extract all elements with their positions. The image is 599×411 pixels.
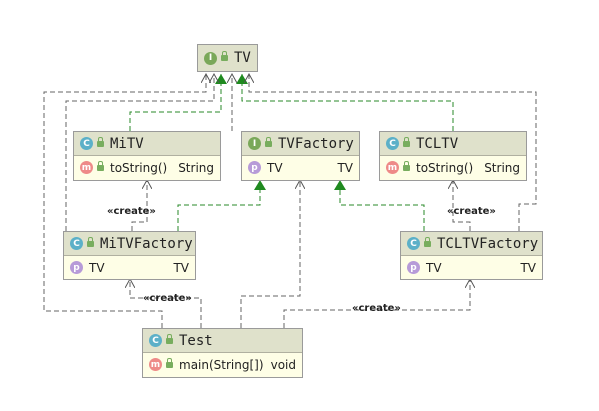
class-test[interactable]: C Test m main(String[]) void — [142, 328, 303, 378]
class-icon: C — [80, 137, 93, 150]
class-name: MiTVFactory — [100, 235, 193, 252]
property-row[interactable]: p TV TV — [70, 258, 189, 277]
method-name: toString() — [416, 160, 474, 175]
class-name: TCLTVFactory — [437, 235, 539, 252]
public-lock-icon — [97, 160, 104, 171]
method-row[interactable]: m main(String[]) void — [149, 355, 296, 374]
realization-tcltv-tv — [236, 74, 454, 131]
public-lock-icon — [221, 51, 228, 61]
method-type: String — [484, 160, 520, 175]
create-label: «create» — [143, 293, 192, 304]
public-lock-icon — [403, 136, 410, 147]
public-lock-icon — [97, 136, 104, 147]
property-name: TV — [267, 160, 283, 175]
class-mitv[interactable]: C MiTV m toString() String — [73, 131, 221, 181]
method-name: main(String[]) — [179, 357, 264, 372]
class-tvfactory[interactable]: I TVFactory p TV TV — [241, 131, 360, 181]
create-label: «create» — [107, 206, 156, 217]
class-mitvfactory[interactable]: C MiTVFactory p TV TV — [63, 231, 196, 280]
dep-test-tvfactory — [240, 180, 300, 328]
realization-mitvfactory-tvfactory — [177, 180, 266, 231]
property-name: TV — [426, 260, 442, 275]
public-lock-icon — [424, 236, 431, 247]
class-icon: C — [407, 237, 420, 250]
public-lock-icon — [166, 333, 173, 344]
class-icon: C — [149, 334, 162, 347]
class-name: TV — [234, 50, 251, 66]
dep-test-mitvfactory — [130, 279, 202, 328]
method-type: String — [178, 160, 214, 175]
property-type: TV — [337, 160, 353, 175]
public-lock-icon — [87, 236, 94, 247]
class-icon: C — [386, 137, 399, 150]
dep-tcltvfactory-tv — [249, 74, 537, 231]
class-name: TCLTV — [416, 135, 459, 152]
class-tcltvfactory[interactable]: C TCLTVFactory p TV TV — [400, 231, 543, 280]
property-icon: p — [70, 261, 83, 274]
class-tv[interactable]: I TV — [197, 44, 258, 72]
method-icon: m — [149, 358, 162, 371]
method-icon: m — [386, 161, 399, 174]
interface-icon: I — [204, 51, 217, 65]
property-row[interactable]: p TV TV — [248, 158, 353, 177]
method-icon: m — [80, 161, 93, 174]
method-row[interactable]: m toString() String — [80, 158, 214, 177]
dep-test-tcltvfactory — [283, 279, 470, 328]
create-label: «create» — [447, 206, 496, 217]
public-lock-icon — [403, 160, 410, 171]
class-name: TVFactory — [278, 135, 354, 152]
realization-tcltvfactory-tvfactory — [334, 180, 425, 231]
dep-tcltvfactory-tcltv — [453, 180, 471, 231]
dep-mitvfactory-mitv — [131, 180, 147, 231]
property-name: TV — [89, 260, 105, 275]
class-name: Test — [179, 332, 213, 349]
create-label: «create» — [352, 303, 401, 314]
property-type: TV — [173, 260, 189, 275]
class-name: MiTV — [110, 135, 144, 152]
dep-test-tv — [43, 74, 206, 328]
property-icon: p — [407, 261, 420, 274]
class-tcltv[interactable]: C TCLTV m toString() String — [379, 131, 527, 181]
property-type: TV — [520, 260, 536, 275]
public-lock-icon — [265, 136, 272, 147]
method-name: toString() — [110, 160, 168, 175]
property-icon: p — [248, 161, 261, 174]
dep-mitvfactory-tv — [65, 74, 214, 231]
public-lock-icon — [166, 357, 173, 368]
interface-icon: I — [248, 137, 261, 150]
property-row[interactable]: p TV TV — [407, 258, 536, 277]
method-type: void — [270, 357, 296, 372]
realization-mitv-tv — [129, 74, 227, 131]
class-icon: C — [70, 237, 83, 250]
method-row[interactable]: m toString() String — [386, 158, 520, 177]
